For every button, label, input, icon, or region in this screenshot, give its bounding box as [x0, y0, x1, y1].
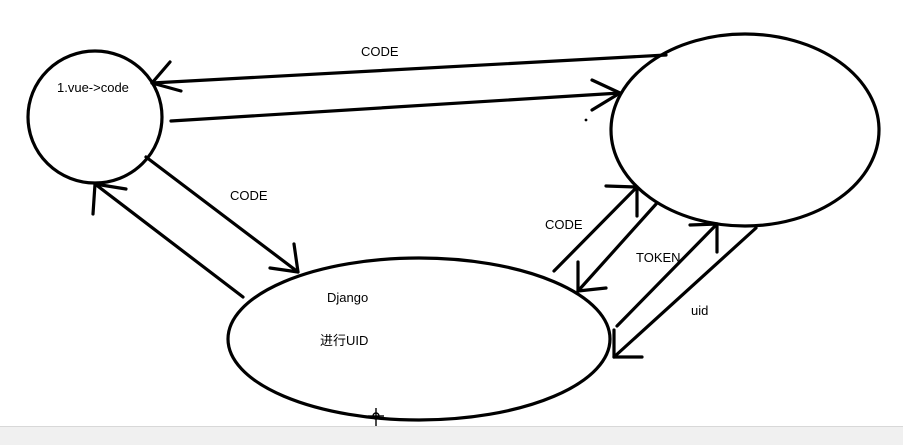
django-ellipse — [226, 256, 612, 422]
edge-django-to-server-long — [615, 222, 719, 328]
arrowhead-icon — [612, 328, 644, 359]
arrowhead-icon — [604, 184, 639, 218]
edge-server-to-django-uid-label: uid — [691, 303, 708, 318]
edge-server-to-vue: CODE — [150, 44, 668, 93]
edge-vue-to-django: CODE — [144, 155, 300, 274]
arrowhead-icon — [150, 60, 183, 93]
vue-client-node: 1.vue->code — [26, 49, 164, 185]
auth-server-circle — [609, 32, 881, 228]
arrowhead-icon — [688, 222, 719, 254]
vue-client-circle — [26, 49, 164, 185]
crosshair-cursor-icon — [368, 408, 384, 426]
edge-server-to-vue-label: CODE — [361, 44, 399, 59]
django-label: Django — [327, 290, 368, 305]
arrowhead-icon — [268, 242, 300, 274]
edge-vue-to-server — [169, 78, 622, 123]
edge-server-to-django-token-label: TOKEN — [636, 250, 681, 265]
vue-client-label: 1.vue->code — [57, 80, 129, 95]
edge-server-to-django-uid: uid — [612, 226, 758, 359]
bottom-scroll-strip — [0, 426, 903, 445]
django-node: Django 进行UID — [226, 256, 612, 422]
edge-server-to-django-token: TOKEN — [576, 201, 681, 293]
edge-django-to-server-label: CODE — [545, 217, 583, 232]
edge-django-to-vue — [91, 182, 245, 299]
arrowhead-icon — [91, 182, 128, 216]
django-uid-label: 进行UID — [320, 333, 368, 348]
edge-django-to-server: CODE — [545, 184, 639, 273]
arrowhead-icon — [590, 78, 622, 112]
edge-vue-to-django-label: CODE — [230, 188, 268, 203]
auth-server-node — [584, 32, 881, 228]
arrowhead-icon — [576, 260, 608, 293]
stray-dot — [584, 118, 588, 122]
